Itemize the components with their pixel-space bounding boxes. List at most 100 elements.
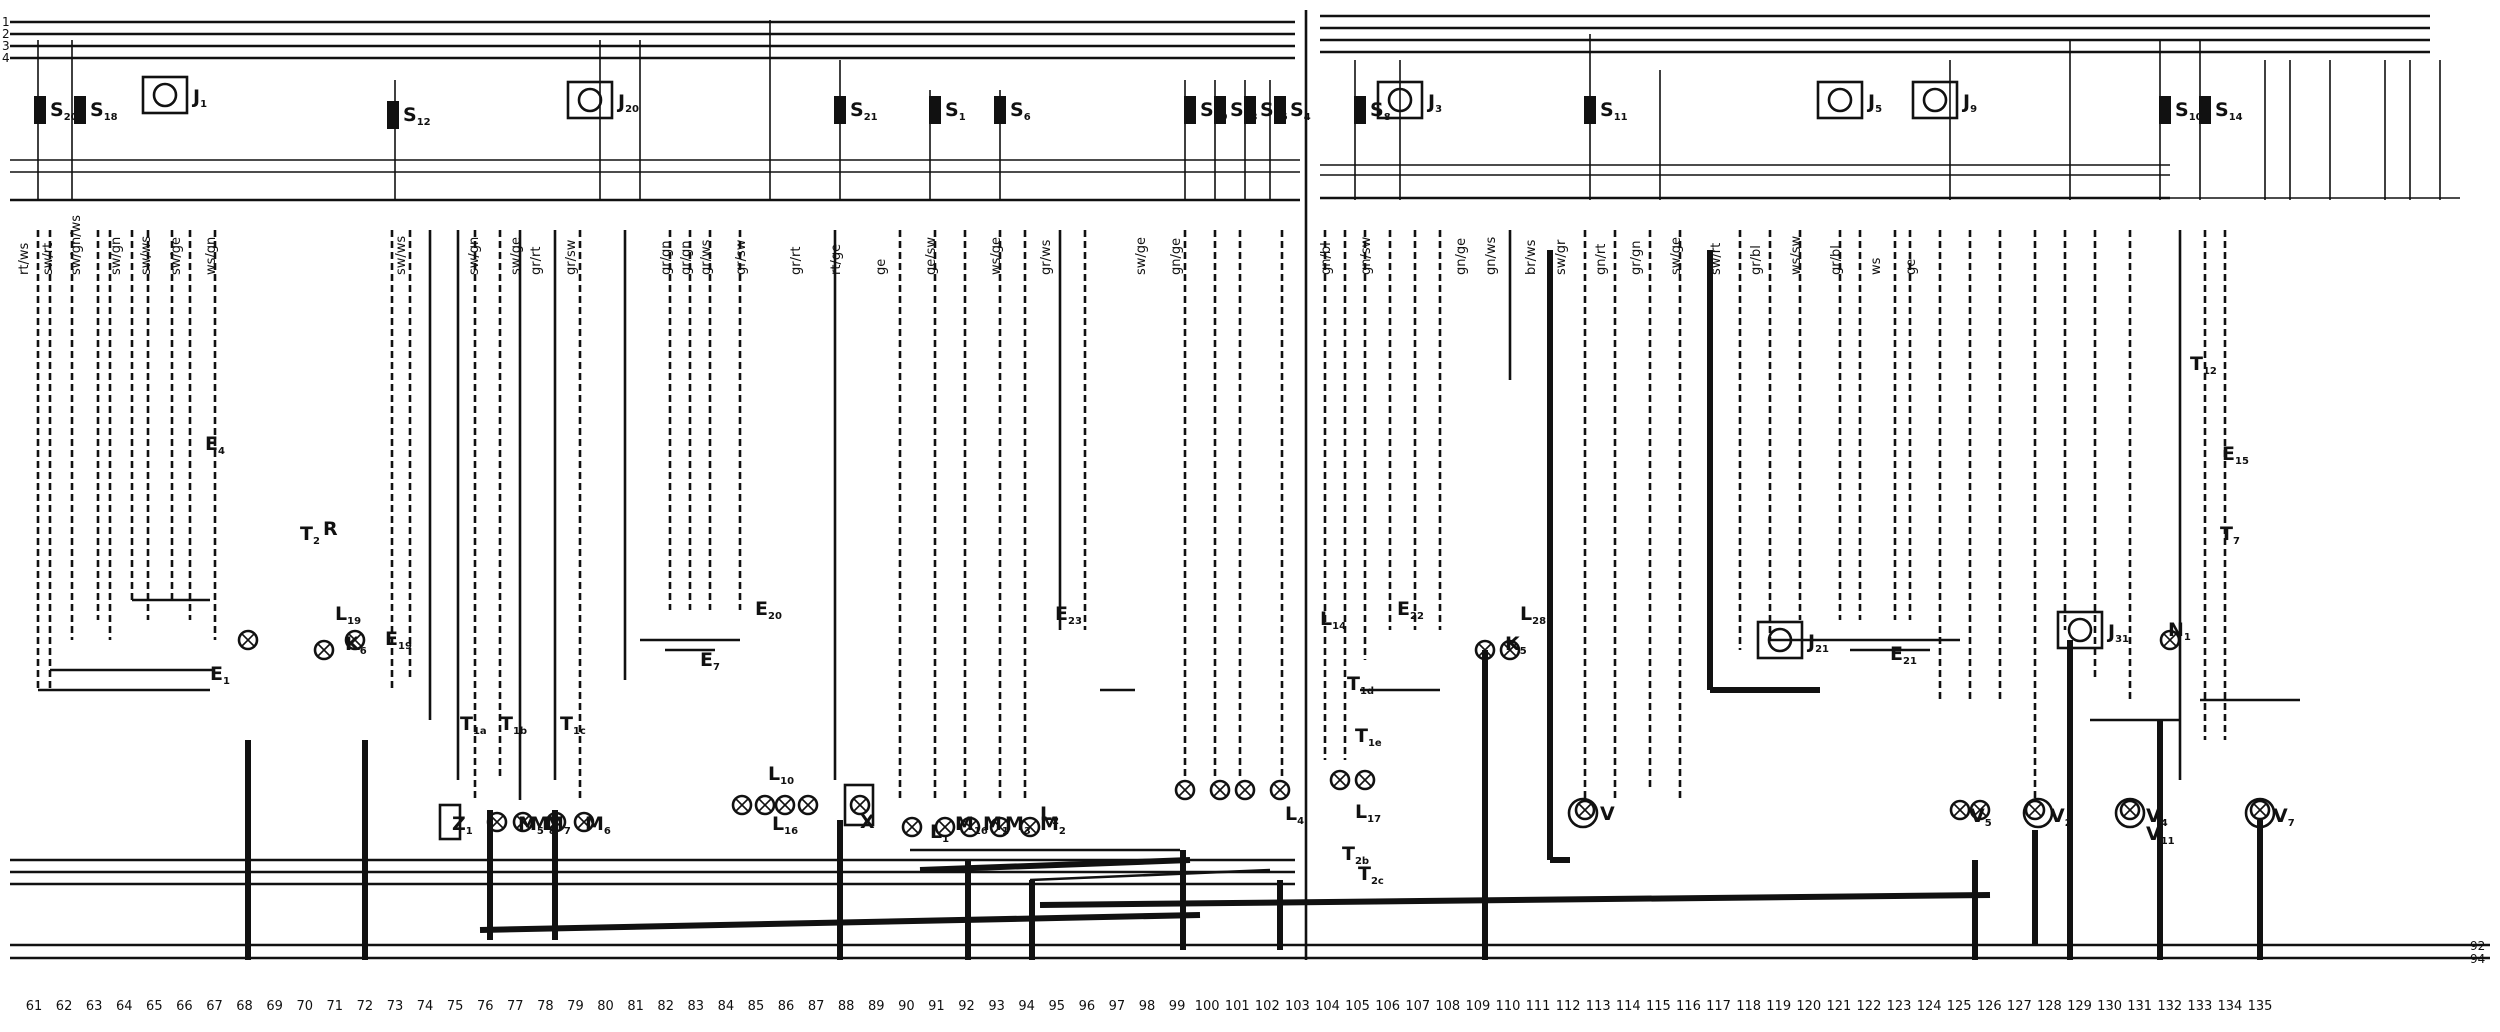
- relay-coil-j3: [1387, 87, 1413, 113]
- track-number: 64: [116, 999, 133, 1014]
- track-number: 83: [688, 999, 705, 1014]
- component-m8: M2: [1040, 813, 1066, 837]
- load-symbol: [573, 811, 595, 833]
- load-cross: [853, 798, 867, 812]
- load-symbol: [1354, 769, 1376, 791]
- track-number: 87: [808, 999, 825, 1014]
- wire-color-c10: sw/ge: [509, 237, 524, 275]
- load-symbol: [797, 794, 819, 816]
- wire-color-c24: gn/ge: [1169, 238, 1184, 275]
- load-symbol: [1174, 779, 1196, 801]
- track-number: 61: [26, 999, 43, 1014]
- fuse-label-s1: S20: [50, 99, 78, 123]
- track-number: 97: [1109, 999, 1126, 1014]
- track-number: 92: [958, 999, 975, 1014]
- ground-runs: [245, 250, 2263, 960]
- track-number: 98: [1139, 999, 1156, 1014]
- wire-color-c21: ws/ge: [989, 237, 1004, 275]
- fuse-s11: [1354, 96, 1366, 124]
- load-cross: [1238, 783, 1252, 797]
- fuse-s12: [1584, 96, 1596, 124]
- fuse-s13: [2159, 96, 2171, 124]
- motor-symbol: [2022, 797, 2054, 829]
- relay-j5: [1911, 80, 1959, 120]
- fuse-s8: [1214, 96, 1226, 124]
- component-v1: V: [1600, 803, 1615, 825]
- load-symbol: [2249, 799, 2271, 821]
- load-symbol: [774, 794, 796, 816]
- track-number: 89: [868, 999, 885, 1014]
- wire-color-c31: gn/rt: [1594, 244, 1609, 275]
- track-number: 132: [2157, 999, 2182, 1014]
- load-symbol: [1019, 816, 1041, 838]
- load-symbol: [754, 794, 776, 816]
- wire-color-c5: sw/ws: [139, 236, 154, 275]
- component-l6: L4: [1285, 803, 1304, 827]
- load-symbol: [313, 639, 335, 661]
- track-number: 88: [838, 999, 855, 1014]
- load-cross: [2253, 803, 2267, 817]
- track-number: 75: [447, 999, 464, 1014]
- load-cross: [2028, 803, 2042, 817]
- relay-j6: [1756, 620, 1804, 660]
- track-number: 77: [507, 999, 524, 1014]
- load-symbol: [237, 629, 259, 651]
- track-number: 128: [2037, 999, 2062, 1014]
- wire-color-c3: sw/gn/ws: [69, 215, 84, 275]
- relay-label-j7: J31: [2106, 621, 2129, 645]
- track-number: 76: [477, 999, 494, 1014]
- track-number: 129: [2067, 999, 2092, 1014]
- track-number: 80: [597, 999, 614, 1014]
- track-number: 126: [1977, 999, 2002, 1014]
- fuse-s5: [929, 96, 941, 124]
- wire-color-c13: gr/gn: [659, 241, 674, 275]
- load-cross: [778, 798, 792, 812]
- fuse-s7: [1184, 96, 1196, 124]
- wire-color-c18: rt/ge: [829, 244, 844, 275]
- fuse-group: S20S18S12S21S1S6S19S23S16S4S8S11S10S14: [34, 96, 2243, 129]
- track-number: 100: [1195, 999, 1220, 1014]
- track-number: 71: [327, 999, 344, 1014]
- load-cross: [1953, 803, 1967, 817]
- wire-color-c14: gr/gn: [679, 241, 694, 275]
- relay-label-j6: J21: [1806, 631, 1829, 655]
- track-number: 69: [266, 999, 283, 1014]
- fuse-s2: [74, 96, 86, 124]
- wire-color-c23: sw/ge: [1134, 237, 1149, 275]
- track-number: 95: [1048, 999, 1065, 1014]
- component-t3: T1b: [500, 713, 527, 737]
- relay-j3: [1376, 80, 1424, 120]
- component-e1: E1: [210, 663, 230, 687]
- wire-color-c15: gr/ws: [699, 239, 714, 275]
- fuse-label-s13: S10: [2175, 99, 2203, 123]
- wire-color-c9: sw/gn: [467, 237, 482, 275]
- component-m6: M1: [983, 813, 1009, 837]
- load-cross: [963, 820, 977, 834]
- track-number: 82: [657, 999, 674, 1014]
- component-t8: T2c: [1358, 863, 1384, 887]
- wire-color-c33: sw/ge: [1669, 237, 1684, 275]
- load-cross: [938, 820, 952, 834]
- track-number: 125: [1947, 999, 1972, 1014]
- track-number: 134: [2218, 999, 2243, 1014]
- relay-j4: [1816, 80, 1864, 120]
- component-l5: L2: [1040, 803, 1059, 827]
- component-m1: M5: [518, 813, 544, 837]
- load-symbol: [959, 816, 981, 838]
- load-symbol: [512, 811, 534, 833]
- wire-color-c1: rt/ws: [17, 243, 32, 275]
- fuse-s10: [1274, 96, 1286, 124]
- track-number: 108: [1435, 999, 1460, 1014]
- track-number: 115: [1646, 999, 1671, 1014]
- track-number: 107: [1405, 999, 1430, 1014]
- wire-color-c20: ge/sw: [924, 237, 939, 275]
- track-number: 110: [1496, 999, 1521, 1014]
- relay-coil-j7: [2067, 617, 2093, 643]
- component-l2: L16: [772, 813, 798, 837]
- load-cross: [1178, 783, 1192, 797]
- load-cross: [758, 798, 772, 812]
- wire-color-c35: gr/bl: [1749, 245, 1764, 275]
- component-n1: N1: [2168, 619, 2191, 643]
- component-m5: M16: [955, 813, 988, 837]
- load-symbol: [1499, 639, 1521, 661]
